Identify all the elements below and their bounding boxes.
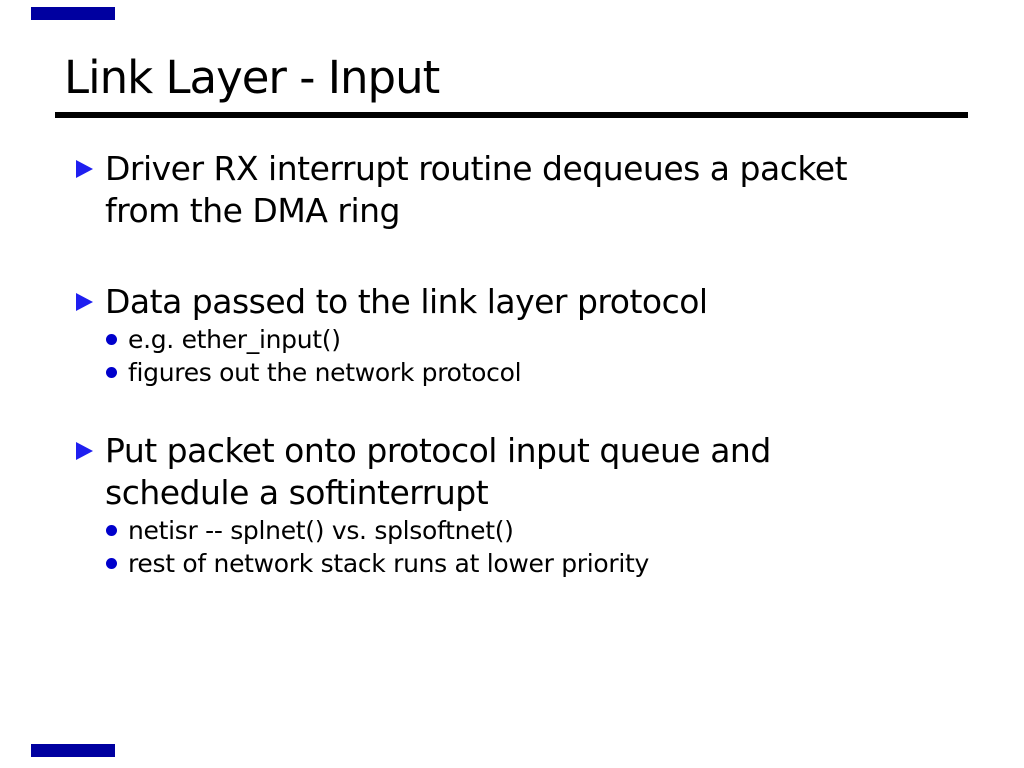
dot-bullet-icon — [106, 323, 128, 345]
sub-list-item: netisr -- splnet() vs. splsoftnet() — [106, 514, 976, 547]
bullet-text: Put packet onto protocol input queue and… — [105, 431, 771, 512]
sub-list-item: figures out the network protocol — [106, 356, 976, 389]
triangle-bullet-icon — [76, 430, 105, 460]
sub-list-item: rest of network stack runs at lower prio… — [106, 547, 976, 580]
slide-body: Driver RX interrupt routine dequeues a p… — [76, 148, 976, 580]
list-item: Driver RX interrupt routine dequeues a p… — [76, 148, 976, 232]
corner-bar-bottom — [31, 744, 115, 757]
dot-bullet-icon — [106, 514, 128, 536]
sub-bullet-list: e.g. ether_input() figures out the netwo… — [106, 323, 976, 389]
title-underline — [55, 112, 968, 118]
triangle-bullet-icon — [76, 281, 105, 311]
bullet-text: Driver RX interrupt routine dequeues a p… — [105, 149, 848, 230]
sub-bullet-text: rest of network stack runs at lower prio… — [128, 549, 650, 578]
triangle-bullet-icon — [76, 148, 105, 178]
sub-list-item: e.g. ether_input() — [106, 323, 976, 356]
bullet-text: Data passed to the link layer protocol — [105, 282, 708, 321]
bullet-group: Put packet onto protocol input queue and… — [76, 430, 976, 580]
dot-bullet-icon — [106, 547, 128, 569]
bullet-group: Data passed to the link layer protocol e… — [76, 281, 976, 389]
corner-bar-top — [31, 7, 115, 20]
bullet-group: Driver RX interrupt routine dequeues a p… — [76, 148, 976, 232]
sub-bullet-text: figures out the network protocol — [128, 358, 522, 387]
dot-bullet-icon — [106, 356, 128, 378]
page-title: Link Layer - Input — [64, 51, 440, 104]
sub-bullet-text: netisr -- splnet() vs. splsoftnet() — [128, 516, 514, 545]
list-item: Data passed to the link layer protocol — [76, 281, 976, 323]
sub-bullet-list: netisr -- splnet() vs. splsoftnet() rest… — [106, 514, 976, 580]
list-item: Put packet onto protocol input queue and… — [76, 430, 976, 514]
sub-bullet-text: e.g. ether_input() — [128, 325, 341, 354]
